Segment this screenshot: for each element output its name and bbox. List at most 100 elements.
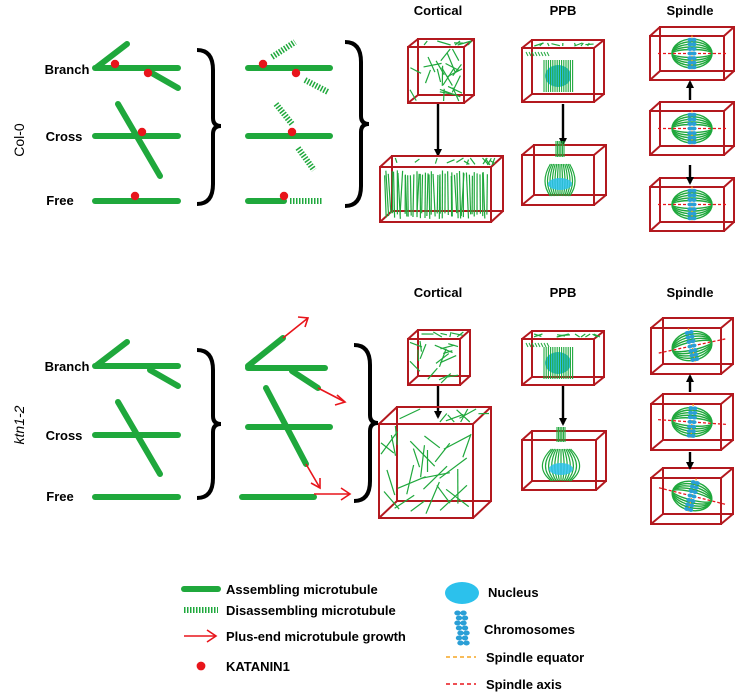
cortical-microtubule [580,333,586,338]
box-front-face [521,47,595,103]
box-edge [720,467,734,479]
box-front-face [407,46,465,104]
cortical-microtubule [451,332,463,336]
box-edge [490,155,504,168]
disassembling-microtubule [273,102,295,126]
chromosome [688,410,694,415]
cortical-microtubule [439,457,468,479]
chromosome [691,121,697,126]
bracket [353,343,379,503]
row-label-branch: Branch [45,62,90,77]
spindle-axis [658,487,726,505]
legend-label-chromosomes: Chromosomes [484,622,575,637]
box-front-face [649,110,725,156]
column-title-cortical: Cortical [414,285,462,300]
chromosome [691,415,697,420]
chromosome [684,330,690,335]
box-edge [595,430,607,441]
cortical-microtubule [543,342,547,348]
box-edge [723,26,735,37]
microtubule [147,69,181,91]
box-edge [650,363,664,375]
ppb-microtubule [570,448,581,482]
cortical-microtubule [445,62,460,71]
cortical-microtubule [386,469,396,496]
cortical-microtubule [447,171,449,215]
spindle [658,110,726,147]
ppb-cell-top [521,330,605,386]
cortical-microtubule [458,171,462,219]
ppb-microtubule [566,448,574,482]
katanin-dot [287,127,297,137]
cortical-microtubule [423,465,448,490]
chromosome [687,419,693,424]
box-edge [720,513,734,525]
row-label-branch: Branch [45,359,90,374]
chromosome [686,433,692,438]
cortical-microtubule [531,51,535,57]
cortical-microtubule [446,159,455,164]
cortical-microtubule [442,68,455,86]
chromosome [463,630,470,636]
chromosome [688,348,694,353]
chromosome [691,135,697,140]
panel-col0: Col-0 Branch Cross Free [11,3,735,232]
cortical-microtubule [531,342,535,348]
cortical-microtubule [432,331,443,338]
legend-swatch-chromosomes [454,610,470,646]
box-edge [407,329,419,340]
cortical-microtubule [452,87,460,102]
spindle [658,35,726,72]
cortical-cell-bottom [378,406,492,519]
box-edge [650,513,664,525]
cortical-microtubule [407,175,409,217]
cortical-microtubule [525,51,529,57]
disassembling-microtubule [295,146,317,172]
box-edge [593,376,605,386]
box-edge [593,144,607,156]
box-front-face [650,477,722,525]
nucleus [545,352,571,374]
chromosome [690,339,696,344]
cortical-microtubule [451,48,460,62]
chromosome [461,635,469,641]
chromosome [687,415,693,420]
cortical-microtubule [465,172,470,219]
spindle-cell [649,26,735,81]
microtubule [263,385,309,467]
box-edge [521,93,533,103]
microtubule [289,368,321,391]
box-front-face [649,186,725,232]
box-edge [472,406,492,425]
chromosome [687,424,693,429]
box-edge [650,439,664,451]
chromosome [687,193,693,198]
box-edge [593,93,605,103]
cortical-microtubule [546,51,550,57]
nucleus [549,463,573,475]
nucleus [548,178,572,190]
cortical-microtubule [439,413,448,423]
box-edge [649,101,661,112]
box-edge [521,144,535,156]
cortical-microtubule [432,173,436,217]
chromosome [690,433,696,438]
box-edge [472,500,492,519]
ppb-microtubule [569,163,576,197]
config-cross-col0 [92,101,181,179]
cortical-microtubule [434,344,453,354]
box-edge [723,101,735,112]
box-edge [463,94,475,104]
cortical-microtubule [593,333,601,338]
box-back-face [659,101,735,147]
box-edge [649,70,661,81]
box-front-face [650,403,722,451]
box-back-face [396,406,492,502]
chromosome [685,335,691,340]
cortical-microtubule [463,160,470,165]
box-edge [521,39,533,49]
growth-arrow [305,463,321,489]
spindle-axis [658,418,726,426]
chromosome [692,410,698,415]
